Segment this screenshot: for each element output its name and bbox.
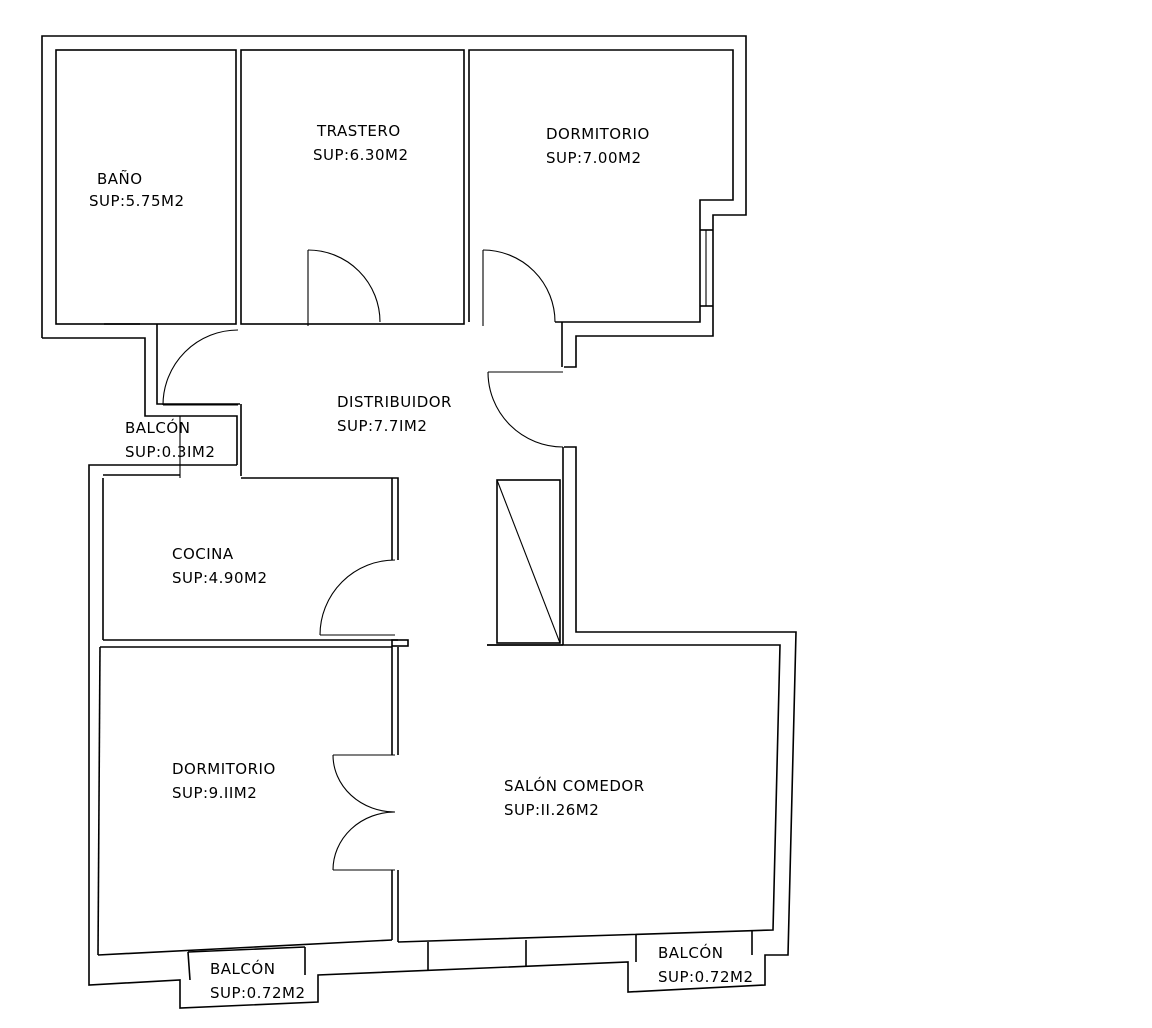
room-label-text: SUP:6.30M2 [313, 146, 408, 164]
door-swing-arc [487, 371, 564, 448]
room-bano: BAÑO SUP:5.75M2 [89, 169, 184, 210]
door-swing-arc [307, 249, 381, 323]
wall-line [156, 324, 240, 405]
door-swing-arc [482, 249, 556, 323]
room-label-text: SUP:7.00M2 [546, 149, 641, 167]
wall-line [496, 479, 561, 644]
room-labels: BAÑO SUP:5.75M2 TRASTERO SUP:6.30M2 DORMIT… [89, 122, 753, 1002]
wall-line [88, 446, 797, 1009]
room-label-text: SUP:0.72M2 [210, 984, 305, 1002]
door-swing-arc [319, 559, 396, 636]
room-dormitorio-lower: DORMITORIO SUP:9.IIM2 [172, 760, 276, 802]
walls [41, 35, 797, 1009]
wall-line [42, 337, 238, 465]
room-label-text: DORMITORIO [546, 125, 650, 143]
door-swing-arc [332, 811, 396, 871]
room-label-text: SALÓN COMEDOR [504, 776, 645, 795]
room-label-text: COCINA [172, 545, 234, 563]
shaft [496, 479, 561, 644]
room-label-text: BALCÓN [658, 943, 723, 962]
room-balcon-small: BALCÓN SUP:0.3IM2 [125, 418, 215, 461]
wall-line [41, 35, 747, 368]
room-dormitorio-upper: DORMITORIO SUP:7.00M2 [546, 125, 650, 167]
room-salon-comedor: SALÓN COMEDOR SUP:II.26M2 [504, 776, 645, 819]
room-distribuidor: DISTRIBUIDOR SUP:7.7IM2 [337, 393, 452, 435]
wall-line [100, 646, 393, 755]
room-label-text: TRASTERO [316, 122, 401, 140]
wall-line [397, 644, 781, 943]
wall-line [240, 49, 465, 325]
room-label-text: DISTRIBUIDOR [337, 393, 452, 411]
wall-line [187, 946, 306, 953]
room-label-text: SUP:7.7IM2 [337, 417, 427, 435]
room-label-text: SUP:9.IIM2 [172, 784, 257, 802]
room-label-text: BALCÓN [125, 418, 190, 437]
room-label-text: SUP:5.75M2 [89, 192, 184, 210]
room-label-text: SUP:II.26M2 [504, 801, 599, 819]
wall-line [97, 646, 101, 956]
wall-line [391, 639, 409, 647]
room-label-text: BALCÓN [210, 959, 275, 978]
room-balcon-left: BALCÓN SUP:0.72M2 [210, 959, 305, 1002]
wall-line [187, 951, 191, 981]
room-balcon-right: BALCÓN SUP:0.72M2 [658, 943, 753, 986]
door-swing-arc [162, 329, 239, 406]
room-label-text: DORMITORIO [172, 760, 276, 778]
door-swing-arc [332, 754, 396, 813]
wall-line [241, 477, 399, 560]
room-trastero: TRASTERO SUP:6.30M2 [313, 122, 408, 164]
wall-line [468, 49, 734, 323]
wall-line [55, 49, 237, 325]
room-label-text: SUP:0.72M2 [658, 968, 753, 986]
doors [162, 249, 564, 871]
wall-line [97, 939, 393, 956]
room-label-text: BAÑO [97, 169, 143, 188]
room-label-text: SUP:4.90M2 [172, 569, 267, 587]
room-cocina: COCINA SUP:4.90M2 [172, 545, 267, 587]
room-label-text: SUP:0.3IM2 [125, 443, 215, 461]
